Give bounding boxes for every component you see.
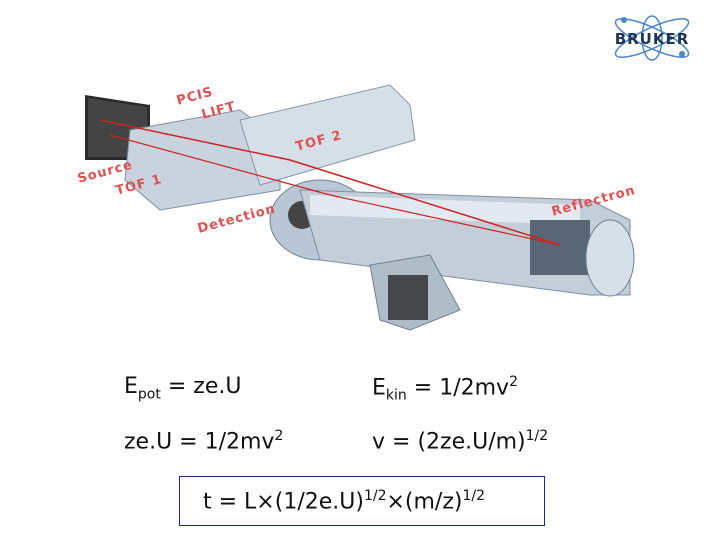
equation-time-of-flight: t = L×(1/2e.U)1/2×(m/z)1/2: [203, 488, 486, 515]
reflectron-stack: [530, 220, 590, 275]
ion-beam-path-in: [99, 119, 561, 246]
equation-energy-balance: ze.U = 1/2mv2: [124, 428, 284, 455]
tof-instrument-diagram: PCIS LIFT TOF 2 Source TOF 1 Reflectron …: [70, 80, 650, 350]
bruker-logo: BRUKER: [604, 8, 700, 68]
ion-beam-path-out: [109, 134, 561, 246]
reflectron-cap: [585, 219, 635, 297]
time-of-flight-equation-box: [179, 476, 545, 526]
equation-velocity: v = (2ze.U/m)1/2: [372, 428, 549, 455]
logo-text: BRUKER: [614, 30, 690, 48]
equation-potential-energy: Epot = ze.U: [124, 374, 242, 403]
instrument-illustration: [85, 84, 635, 331]
flight-tube-1: [239, 84, 416, 186]
atom-icon: [614, 15, 690, 61]
equation-kinetic-energy: Ekin = 1/2mv2: [372, 374, 518, 404]
